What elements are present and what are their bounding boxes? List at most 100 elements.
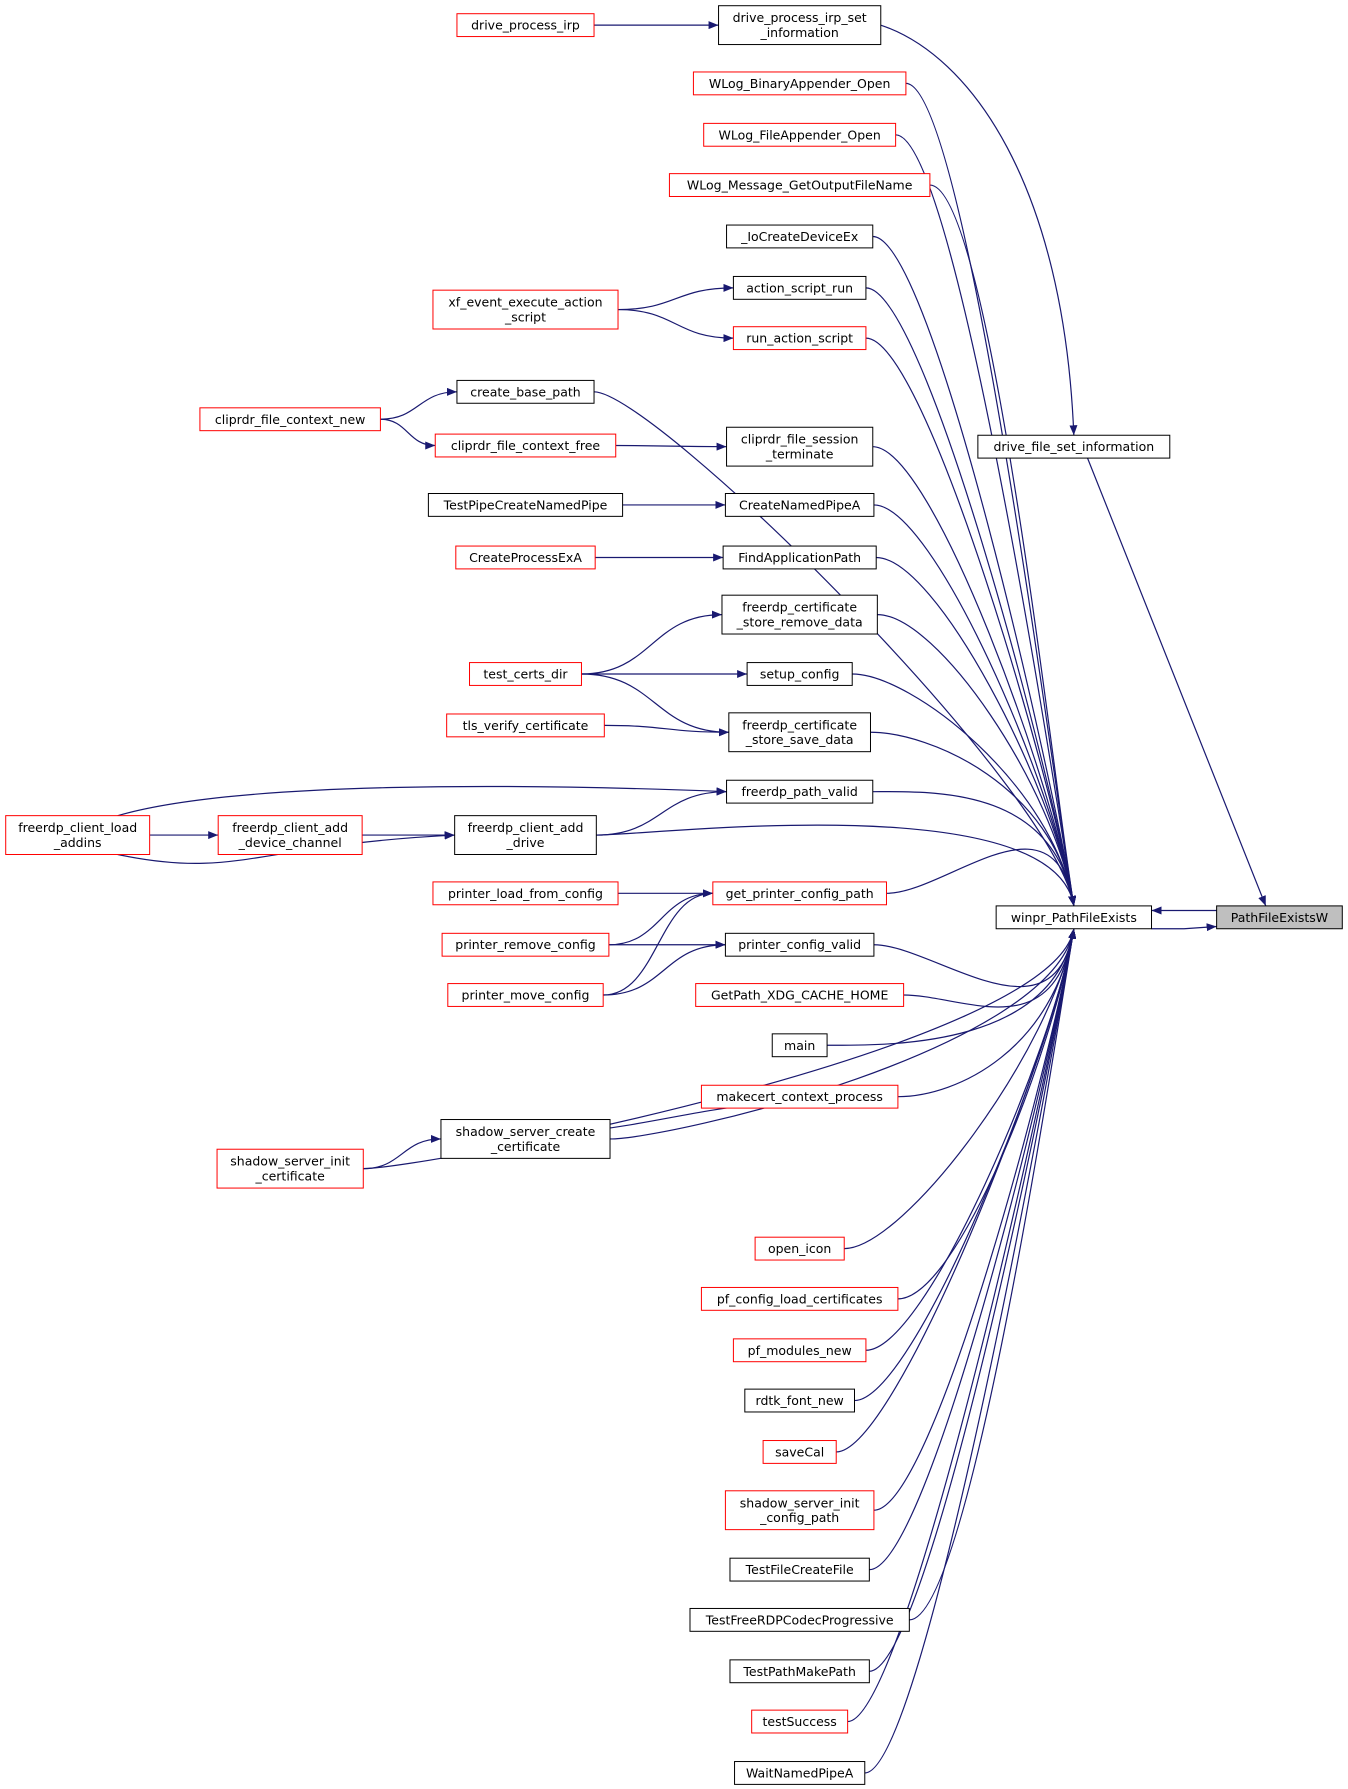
- node-pathfileexistsw[interactable]: PathFileExistsW: [1216, 905, 1343, 930]
- node-xf-event-execute-action-script[interactable]: xf_event_execute_action_script: [432, 289, 619, 330]
- node-box: [432, 289, 619, 330]
- node-printer-remove-config[interactable]: printer_remove_config: [441, 932, 610, 957]
- node-freerdp-client-add-device-channel[interactable]: freerdp_client_add_device_channel: [217, 815, 363, 855]
- node-findapplicationpath[interactable]: FindApplicationPath: [722, 545, 877, 570]
- node-printer-load-from-config[interactable]: printer_load_from_config: [432, 881, 619, 906]
- node-freerdp-certificate-store-save-data[interactable]: freerdp_certificate_store_save_data: [728, 712, 871, 753]
- node-create-base-path[interactable]: create_base_path: [456, 379, 595, 404]
- edge-savecal-to-winpr-pathfileexists: [836, 928, 1077, 1453]
- edge-tls-verify-certificate-to-freerdp-certificate-store-save-data: [604, 724, 729, 737]
- node-wlog-fileappender-open[interactable]: WLog_FileAppender_Open: [703, 122, 897, 147]
- edge-run-action-script-to-winpr-pathfileexists: [865, 337, 1077, 907]
- node-makecert-context-process[interactable]: makecert_context_process: [700, 1084, 899, 1109]
- node-printer-config-valid[interactable]: printer_config_valid: [724, 932, 875, 957]
- node-box: [700, 1286, 899, 1311]
- node-box: [729, 1659, 870, 1684]
- node-open-icon[interactable]: open_icon: [754, 1236, 845, 1261]
- edge-cliprdr-file-context-free-to-cliprdr-file-session-terminate: [615, 442, 727, 451]
- edge-line: [604, 724, 729, 737]
- node-label: TestFileCreateFile: [745, 1562, 854, 1577]
- node--iocreatedeviceex[interactable]: _IoCreateDeviceEx: [726, 224, 874, 249]
- node-shadow-server-init-config-path[interactable]: shadow_server_init_config_path: [724, 1490, 875, 1531]
- node-wlog-binaryappender-open[interactable]: WLog_BinaryAppender_Open: [692, 71, 907, 96]
- node-rdtk-font-new[interactable]: rdtk_font_new: [744, 1388, 855, 1413]
- node-createprocessexa[interactable]: CreateProcessExA: [455, 545, 596, 570]
- node-freerdp-path-valid[interactable]: freerdp_path_valid: [726, 779, 874, 804]
- edge-wlog-binaryappender-open-to-winpr-pathfileexists: [905, 82, 1077, 907]
- node-drive-file-set-information[interactable]: drive_file_set_information: [977, 434, 1171, 459]
- node-label: shadow_server_init: [230, 1154, 350, 1169]
- node-pf-config-load-certificates[interactable]: pf_config_load_certificates: [700, 1286, 899, 1311]
- node-get-printer-config-path[interactable]: get_printer_config_path: [712, 881, 887, 906]
- node-pf-modules-new[interactable]: pf_modules_new: [732, 1338, 867, 1363]
- node-box: [689, 1607, 910, 1632]
- node-label: _config_path: [759, 1510, 839, 1525]
- node-savecal[interactable]: saveCal: [762, 1440, 837, 1464]
- edge-line: [897, 928, 1077, 1098]
- node-box: [721, 594, 878, 635]
- node-box: [726, 426, 874, 467]
- node-testpathmakepath[interactable]: TestPathMakePath: [729, 1659, 870, 1684]
- node-drive-process-irp[interactable]: drive_process_irp: [456, 13, 595, 38]
- node-label: action_script_run: [746, 280, 853, 295]
- node-label: tls_verify_certificate: [463, 718, 589, 733]
- edge-line: [873, 928, 1077, 988]
- node-drive-process-irp-set-information[interactable]: drive_process_irp_set_information: [718, 5, 882, 46]
- node-box: [977, 434, 1171, 459]
- node-printer-move-config[interactable]: printer_move_config: [447, 983, 604, 1007]
- node-main[interactable]: main: [771, 1033, 828, 1058]
- node-testpipecreatenamedpipe[interactable]: TestPipeCreateNamedPipe: [427, 493, 624, 517]
- node-test-certs-dir[interactable]: test_certs_dir: [469, 662, 582, 686]
- node-label: freerdp_client_add: [232, 820, 348, 835]
- node-label: main: [784, 1038, 815, 1053]
- edge-line: [869, 928, 1077, 1571]
- node-box: [995, 905, 1153, 930]
- node-box: [762, 1440, 837, 1464]
- edge-line: [870, 731, 1077, 907]
- node-freerdp-client-load-addins[interactable]: freerdp_client_load_addins: [5, 815, 151, 855]
- node-label: freerdp_path_valid: [742, 784, 858, 799]
- node-label: _information: [759, 25, 838, 40]
- node-wlog-message-getoutputfilename[interactable]: WLog_Message_GetOutputFileName: [668, 173, 931, 197]
- edge-line: [844, 928, 1077, 1250]
- node-testfreerdpcodecprogressive[interactable]: TestFreeRDPCodecProgressive: [689, 1607, 910, 1632]
- node-setup-config[interactable]: setup_config: [746, 662, 853, 686]
- node-box: [216, 1148, 364, 1189]
- node-box: [469, 662, 582, 686]
- node-label: freerdp_client_add: [468, 820, 584, 835]
- edge-shadow-server-create-certificate-to-winpr-pathfileexists: [610, 928, 1077, 1140]
- node-tls-verify-certificate[interactable]: tls_verify_certificate: [446, 713, 605, 738]
- node-testfilecreatefile[interactable]: TestFileCreateFile: [729, 1557, 870, 1582]
- node-label: TestFreeRDPCodecProgressive: [705, 1612, 894, 1627]
- node-label: CreateProcessExA: [469, 550, 582, 565]
- node-freerdp-client-add-drive[interactable]: freerdp_client_add_drive: [454, 815, 597, 855]
- node-cliprdr-file-context-free[interactable]: cliprdr_file_context_free: [434, 433, 617, 458]
- node-shadow-server-init-certificate[interactable]: shadow_server_init_certificate: [216, 1148, 364, 1189]
- edge-freerdp-path-valid-to-winpr-pathfileexists: [872, 791, 1077, 907]
- node-freerdp-certificate-store-remove-data[interactable]: freerdp_certificate_store_remove_data: [721, 594, 878, 635]
- node-cliprdr-file-session-terminate[interactable]: cliprdr_file_session_terminate: [726, 426, 874, 467]
- node-label: printer_config_valid: [738, 937, 861, 952]
- node-testsuccess[interactable]: testSuccess: [751, 1709, 849, 1734]
- edge-testfreerdpcodecprogressive-to-winpr-pathfileexists: [909, 928, 1077, 1621]
- node-waitnamedpipea[interactable]: WaitNamedPipeA: [734, 1761, 866, 1785]
- node-action-script-run[interactable]: action_script_run: [732, 275, 867, 300]
- edge-line: [827, 928, 1077, 1046]
- node-winpr-pathfileexists[interactable]: winpr_PathFileExists: [995, 905, 1153, 930]
- node-box: [732, 326, 867, 351]
- node-getpath-xdg-cache-home[interactable]: GetPath_XDG_CACHE_HOME: [695, 983, 905, 1007]
- node-createnamedpipea[interactable]: CreateNamedPipeA: [724, 493, 875, 517]
- edge-waitnamedpipea-to-winpr-pathfileexists: [864, 928, 1077, 1774]
- edge-freerdp-client-add-drive-to-winpr-pathfileexists: [596, 824, 1077, 907]
- node-label: GetPath_XDG_CACHE_HOME: [711, 988, 888, 1003]
- node-label: _drive: [506, 835, 545, 850]
- node-cliprdr-file-context-new[interactable]: cliprdr_file_context_new: [199, 407, 381, 432]
- node-shadow-server-create-certificate[interactable]: shadow_server_create_certificate: [440, 1119, 611, 1159]
- node-label: freerdp_certificate: [742, 717, 857, 732]
- node-box: [724, 1490, 875, 1531]
- node-label: setup_config: [760, 667, 839, 682]
- edge-line: [897, 928, 1077, 1300]
- node-label: get_printer_config_path: [726, 886, 874, 901]
- node-run-action-script[interactable]: run_action_script: [732, 326, 867, 351]
- edge-line: [872, 235, 1077, 907]
